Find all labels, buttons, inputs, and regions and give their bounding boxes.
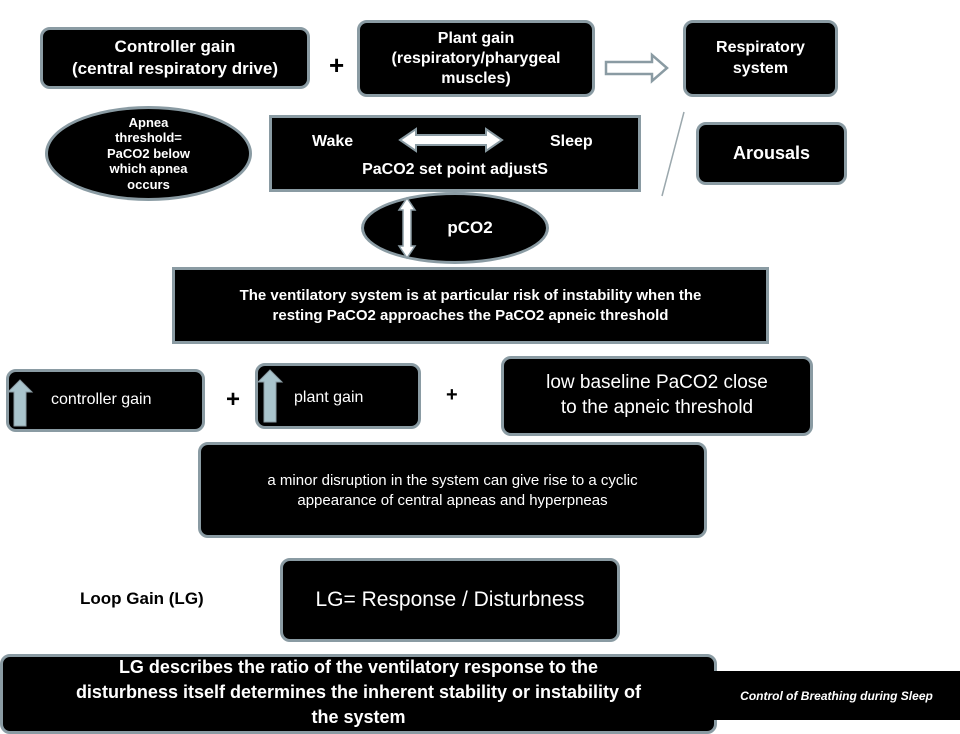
respiratory-system-line2: system bbox=[732, 59, 789, 77]
plant-gain-box: Plant gain (respiratory/pharygeal muscle… bbox=[357, 20, 595, 97]
arousals-label: Arousals bbox=[732, 142, 811, 163]
plant-gain-line3: muscles) bbox=[441, 69, 511, 87]
apnea-line3: PaCO2 below bbox=[106, 145, 191, 161]
lg-formula-box: LG= Response / Disturbness bbox=[280, 558, 620, 642]
double-arrow-icon bbox=[398, 127, 504, 153]
footer-bar: Control of Breathing during Sleep bbox=[713, 671, 960, 720]
controller-gain-small-label: controller gain bbox=[51, 391, 152, 409]
minor-disruption-line1: a minor disruption in the system can giv… bbox=[267, 472, 638, 489]
apnea-threshold-ellipse: Apnea threshold= PaCO2 below which apnea… bbox=[45, 106, 252, 201]
low-baseline-line1: low baseline PaCO2 close bbox=[546, 372, 768, 394]
lg-formula: LG= Response / Disturbness bbox=[315, 588, 585, 612]
respiratory-system-line1: Respiratory bbox=[716, 38, 805, 56]
apnea-line2: threshold= bbox=[115, 130, 182, 146]
wake-sleep-box: Wake Sleep PaCO2 set point adjustS bbox=[269, 115, 641, 192]
instability-line2: resting PaCO2 approaches the PaCO2 apnei… bbox=[272, 306, 669, 324]
vertical-double-arrow-icon bbox=[397, 196, 417, 260]
loop-gain-label: Loop Gain (LG) bbox=[80, 589, 204, 608]
apnea-line4: which apnea bbox=[109, 161, 188, 177]
arousals-box: Arousals bbox=[696, 122, 847, 185]
pco2-label: pCO2 bbox=[447, 217, 493, 237]
up-arrow-icon bbox=[6, 379, 34, 427]
plus-sign-2: + bbox=[226, 386, 241, 413]
plant-gain-line2: (respiratory/pharygeal bbox=[391, 49, 561, 67]
plant-gain-small-label: plant gain bbox=[294, 389, 364, 406]
minor-disruption-line2: appearance of central apneas and hyperpn… bbox=[297, 491, 608, 509]
plant-gain-small-box: plant gain bbox=[255, 363, 421, 429]
apnea-line5: occurs bbox=[127, 176, 170, 192]
divider-line bbox=[661, 111, 685, 197]
instability-line1: The ventilatory system is at particular … bbox=[239, 287, 702, 304]
plus-sign-3: + bbox=[446, 384, 458, 406]
controller-gain-title: Controller gain bbox=[114, 36, 236, 56]
footer-title: Control of Breathing during Sleep bbox=[740, 688, 933, 703]
instability-statement-box: The ventilatory system is at particular … bbox=[172, 267, 769, 344]
sleep-label: Sleep bbox=[550, 133, 593, 150]
lg-description-line2: disturbness itself determines the inhere… bbox=[75, 682, 642, 703]
controller-gain-box: Controller gain (central respiratory dri… bbox=[40, 27, 310, 89]
respiratory-system-box: Respiratory system bbox=[683, 20, 838, 97]
setpoint-label: PaCO2 set point adjustS bbox=[362, 161, 548, 178]
minor-disruption-box: a minor disruption in the system can giv… bbox=[198, 442, 707, 538]
lg-description-line1: LG describes the ratio of the ventilator… bbox=[118, 657, 599, 677]
pco2-ellipse: pCO2 bbox=[361, 192, 549, 264]
low-baseline-box: low baseline PaCO2 close to the apneic t… bbox=[501, 356, 813, 436]
right-arrow-icon bbox=[604, 52, 669, 84]
low-baseline-line2: to the apneic threshold bbox=[560, 397, 754, 418]
plant-gain-title: Plant gain bbox=[437, 29, 515, 47]
wake-label: Wake bbox=[312, 133, 354, 150]
controller-gain-small-box: controller gain bbox=[6, 369, 205, 432]
up-arrow-icon-2 bbox=[256, 369, 284, 423]
apnea-line1: Apnea bbox=[128, 114, 169, 130]
controller-gain-subtitle: (central respiratory drive) bbox=[72, 59, 278, 78]
plus-sign-1: + bbox=[329, 50, 345, 80]
